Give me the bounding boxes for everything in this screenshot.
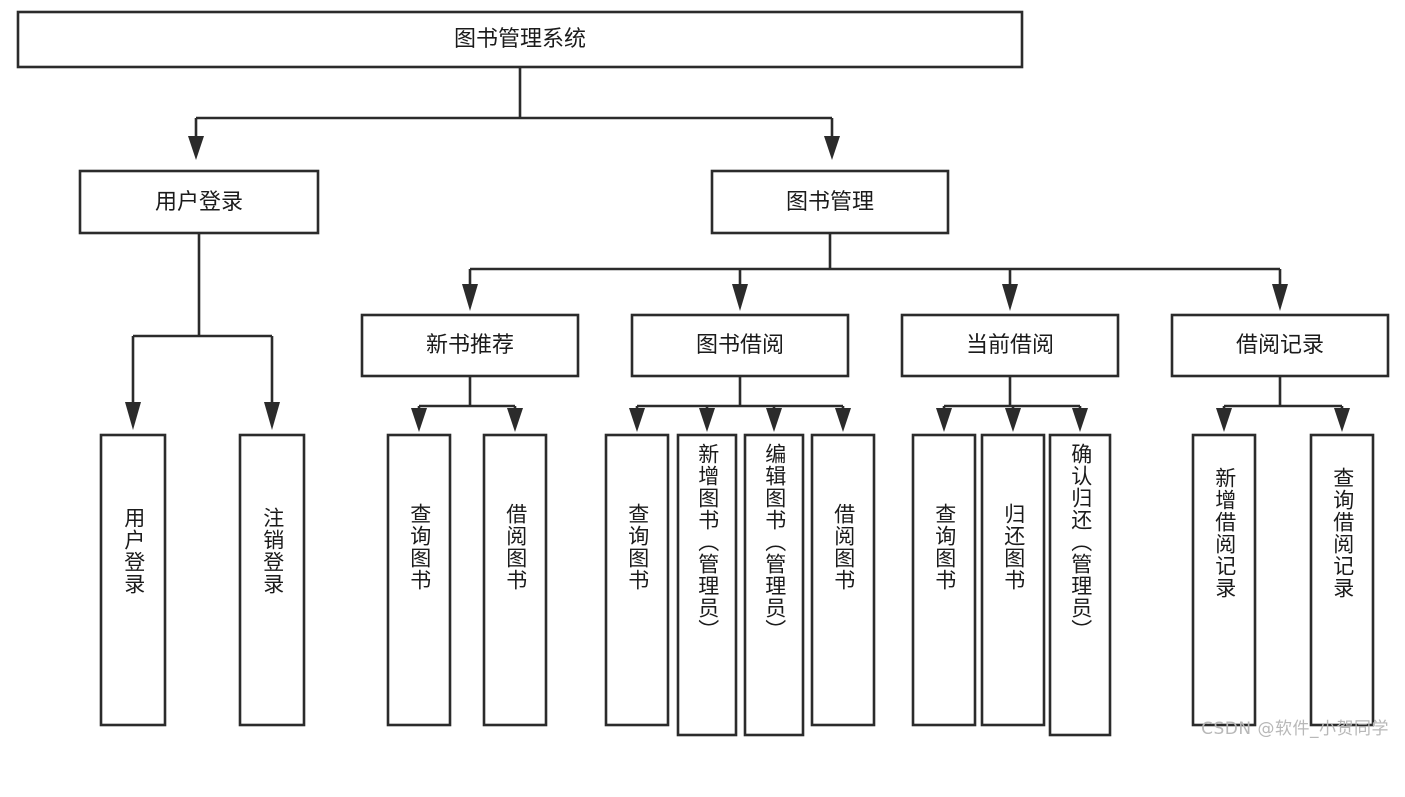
node-root-box[interactable] (16, 10, 1024, 69)
node-level2-current-borrowing-label: 当前借阅 (966, 333, 1054, 358)
connector-borrowing-records-to-leaves (1216, 376, 1350, 432)
leaf-box-nbr-borrow-book[interactable] (482, 433, 548, 727)
arrow-head-icon-nbr-borrow-book (507, 408, 523, 432)
leaf-box-bb-borrow-book[interactable] (810, 433, 876, 727)
node-level1-book-management-label: 图书管理 (786, 190, 874, 215)
functional-structure-diagram: 图书管理系统 用户登录 图书管理 (16, 10, 1390, 739)
arrow-head-icon-cb-query-book (936, 408, 952, 432)
arrow-head-icon-nbr-query-book (411, 408, 427, 432)
arrow-head-icon-bb-edit-book (766, 408, 782, 432)
arrow-head-icon-current-borrow (1002, 284, 1018, 311)
arrow-head-icon-bb-borrow-book (835, 408, 851, 432)
watermark-text: CSDN @软件_小贺同学 (1201, 719, 1389, 739)
arrow-head-icon-user-login (188, 136, 204, 160)
node-level1-book-management[interactable]: 图书管理 (710, 169, 950, 235)
arrow-head-icon-br-query-record (1334, 408, 1350, 432)
node-level2-current-borrowing[interactable]: 当前借阅 (900, 313, 1120, 378)
arrow-head-icon-borrow-record (1272, 284, 1288, 311)
arrow-head-icon-cb-return-book (1005, 408, 1021, 432)
node-level1-user-login-label: 用户登录 (155, 190, 243, 215)
arrow-head-icon-bb-add-book (699, 408, 715, 432)
node-level2-borrowing-records[interactable]: 借阅记录 (1170, 313, 1390, 378)
leaf-box-cb-return-book[interactable] (980, 433, 1046, 727)
node-level2-book-borrowing[interactable]: 图书借阅 (630, 313, 850, 378)
connector-user-login-to-leaves (125, 233, 280, 430)
arrow-head-icon-leaf-logout (264, 402, 280, 430)
leaf-box-bb-edit-book[interactable] (743, 433, 805, 737)
node-level2-new-book-recommend-label: 新书推荐 (426, 333, 514, 358)
arrow-head-icon-br-add-record (1216, 408, 1232, 432)
connector-root-to-level1 (188, 67, 840, 160)
node-level2-book-borrowing-label: 图书借阅 (696, 333, 784, 358)
leaf-box-cb-confirm-return[interactable] (1048, 433, 1112, 737)
arrow-head-icon-new-book-rec (462, 284, 478, 311)
leaf-box-cb-query-book[interactable] (911, 433, 977, 727)
node-level2-new-book-recommend-box[interactable] (360, 313, 580, 378)
node-root-label: 图书管理系统 (454, 27, 586, 52)
node-level2-book-borrowing-box[interactable] (630, 313, 850, 378)
arrow-head-icon-book-borrow (732, 284, 748, 311)
arrow-head-icon-bb-query-book (629, 408, 645, 432)
arrow-head-icon-cb-confirm-return (1072, 408, 1088, 432)
connector-book-management-to-level2 (462, 233, 1288, 311)
leaf-box-br-add-record[interactable] (1191, 433, 1257, 727)
connector-book-borrowing-to-leaves (629, 376, 851, 432)
arrow-head-icon-book-manage (824, 136, 840, 160)
leaf-box-bb-add-book[interactable] (676, 433, 738, 737)
node-level1-user-login[interactable]: 用户登录 (78, 169, 320, 235)
tree-svg-canvas: 图书管理系统 用户登录 图书管理 (16, 10, 1390, 737)
connector-current-borrowing-to-leaves (936, 376, 1088, 432)
leaf-boxes-group (99, 433, 1375, 737)
leaf-box-logout[interactable] (238, 433, 306, 727)
leaf-box-bb-query-book[interactable] (604, 433, 670, 727)
node-level2-borrowing-records-label: 借阅记录 (1236, 333, 1324, 358)
connector-new-book-recommend-to-leaves (411, 376, 523, 432)
node-level1-book-management-box[interactable] (710, 169, 950, 235)
node-root[interactable]: 图书管理系统 (16, 10, 1024, 69)
arrow-head-icon-leaf-user-login (125, 402, 141, 430)
node-level2-borrowing-records-box[interactable] (1170, 313, 1390, 378)
node-level2-current-borrowing-box[interactable] (900, 313, 1120, 378)
leaf-box-user-login[interactable] (99, 433, 167, 727)
leaf-box-br-query-record[interactable] (1309, 433, 1375, 727)
leaf-box-nbr-query-book[interactable] (386, 433, 452, 727)
node-level2-new-book-recommend[interactable]: 新书推荐 (360, 313, 580, 378)
